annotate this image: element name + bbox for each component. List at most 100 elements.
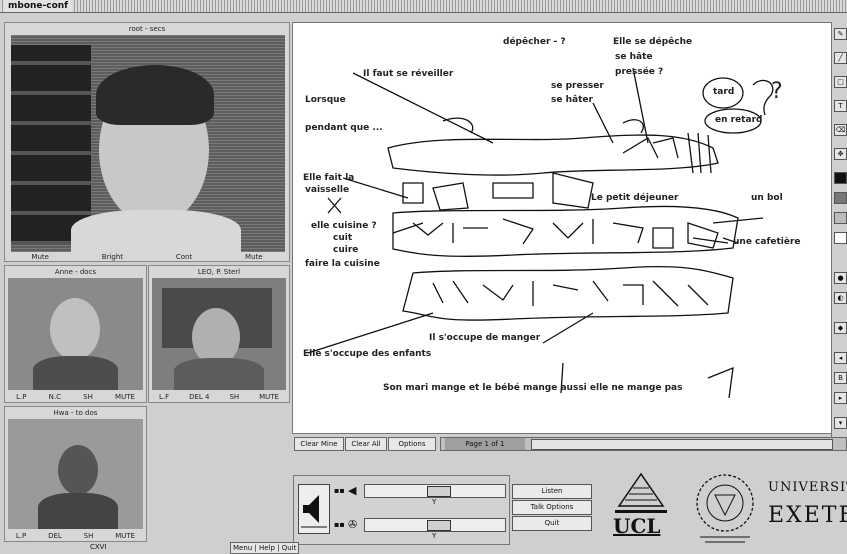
video-name: LEO, P. Sterl: [197, 268, 241, 276]
control-button[interactable]: SH: [83, 393, 93, 401]
wb-annotation: Il s'occupe de manger: [429, 333, 541, 343]
video-name: Hwa - to dos: [53, 409, 98, 417]
ucl-logo: UCL: [605, 470, 677, 542]
wb-annotation: pendant que ...: [305, 123, 383, 133]
speaker-icon[interactable]: [298, 484, 330, 534]
fill-black-icon[interactable]: ●: [834, 272, 847, 284]
control-button[interactable]: MUTE: [259, 393, 279, 401]
person-shoulders: [33, 356, 118, 390]
wb-annotation: dépêcher - ?: [503, 37, 566, 47]
control-button[interactable]: SH: [229, 393, 240, 401]
wb-annotation: Le petit déjeuner: [591, 193, 679, 203]
slider-knob[interactable]: [427, 486, 451, 497]
control-button[interactable]: SH: [83, 532, 94, 540]
university-seal: [690, 465, 760, 545]
wb-annotation: ?: [771, 79, 783, 104]
video-feed[interactable]: [11, 35, 285, 252]
status-menu[interactable]: Menu | Help | Quit: [230, 542, 300, 554]
move-tool-icon[interactable]: ✥: [834, 148, 847, 160]
window-titlebar[interactable]: mbone-conf: [0, 0, 847, 13]
arrow-left-icon[interactable]: ◂: [834, 352, 847, 364]
wb-annotation: une cafetière: [733, 237, 801, 247]
shape-icon[interactable]: ◆: [834, 322, 847, 334]
text-tool-icon[interactable]: T: [834, 100, 847, 112]
wb-annotation: Son mari mange et le bébé mange aussi el…: [383, 383, 683, 393]
options-button[interactable]: Options: [388, 437, 436, 451]
video-controls: L.F DEL 4 SH MUTE: [149, 392, 289, 402]
status-bar: CXVI Menu | Help | Quit: [0, 542, 847, 554]
clear-mine-button[interactable]: Clear Mine: [294, 437, 344, 451]
person-hair: [96, 65, 214, 125]
person-face: [58, 445, 98, 495]
wb-annotation: pressée ?: [615, 67, 664, 77]
color-black-icon[interactable]: [834, 172, 847, 184]
ucl-logo-text: UCL: [613, 514, 661, 538]
video-feed[interactable]: [8, 278, 143, 390]
color-white-icon[interactable]: [834, 232, 847, 244]
slider-knob[interactable]: [427, 520, 451, 531]
fill-gray-icon[interactable]: ◐: [834, 292, 847, 304]
wb-annotation: Elle s'occupe des enfants: [303, 349, 432, 359]
control-button[interactable]: N.C: [48, 393, 61, 401]
control-button[interactable]: L.F: [158, 393, 170, 401]
rect-tool-icon[interactable]: □: [834, 76, 847, 88]
arrow-right-icon[interactable]: ▸: [834, 392, 847, 404]
wb-annotation: cuire: [333, 245, 359, 255]
talk-options-button[interactable]: Talk Options: [512, 500, 592, 515]
whiteboard-hscroll[interactable]: Page 1 of 1: [440, 437, 847, 451]
wb-annotation: Elle fait la: [303, 173, 355, 183]
control-button[interactable]: Mute: [31, 253, 49, 261]
window-title: mbone-conf: [4, 0, 73, 12]
mic-mute-toggle[interactable]: ▪▪: [334, 520, 345, 529]
control-button[interactable]: Bright: [101, 253, 124, 261]
quit-button[interactable]: Quit: [512, 516, 592, 531]
video-panel-left: Anne - docs L.P N.C SH MUTE: [4, 265, 147, 403]
listen-button[interactable]: Listen: [512, 484, 592, 499]
video-panel-bottom: Hwa - to dos L.P DEL SH MUTE: [4, 406, 147, 542]
speaker-volume-slider[interactable]: [364, 484, 506, 498]
whiteboard-toolbar: ✎ ╱ □ T ⌫ ✥ ● ◐ ◆ ◂ B ▸ ▾: [831, 22, 847, 442]
person-face: [50, 298, 100, 360]
video-controls: L.P N.C SH MUTE: [5, 392, 146, 402]
video-feed[interactable]: [152, 278, 286, 390]
clear-all-button[interactable]: Clear All: [345, 437, 387, 451]
erase-tool-icon[interactable]: ⌫: [834, 124, 847, 136]
person-shoulders: [174, 358, 264, 390]
whiteboard-drawing: [307, 67, 774, 399]
person-face: [192, 308, 240, 366]
draw-tool-icon[interactable]: ✎: [834, 28, 847, 40]
video-name: Anne - docs: [54, 268, 97, 276]
scroll-down-icon[interactable]: ▾: [834, 417, 847, 429]
mic-volume-slider[interactable]: [364, 518, 506, 532]
wb-annotation: Il faut se réveiller: [363, 69, 454, 79]
line-tool-icon[interactable]: ╱: [834, 52, 847, 64]
video-feed[interactable]: [8, 419, 143, 529]
bookshelf: [11, 45, 91, 245]
exeter-logo-bottom: EXETER: [768, 503, 847, 528]
wb-annotation: Elle se dépêche: [613, 37, 693, 47]
hscroll-thumb[interactable]: [531, 439, 833, 450]
wb-annotation: se hâter: [551, 95, 593, 105]
control-button[interactable]: DEL 4: [189, 393, 210, 401]
page-indicator: Page 1 of 1: [445, 438, 525, 450]
person-shoulders: [38, 493, 118, 529]
control-button[interactable]: Cont: [175, 253, 193, 261]
control-button[interactable]: L.P: [15, 532, 27, 540]
bold-icon[interactable]: B: [834, 372, 847, 384]
control-button[interactable]: MUTE: [115, 532, 136, 540]
speaker-mute-toggle[interactable]: ▪▪: [334, 486, 345, 495]
wb-annotation: en retard: [715, 115, 763, 125]
control-button[interactable]: DEL: [48, 532, 62, 540]
control-button[interactable]: L.P: [16, 393, 27, 401]
color-light-icon[interactable]: [834, 212, 847, 224]
speaker-level: Y: [432, 498, 437, 506]
video-name: root - secs: [128, 25, 166, 33]
video-controls: L.P DEL SH MUTE: [5, 531, 146, 541]
control-button[interactable]: Mute: [245, 253, 263, 261]
wb-annotation: cuit: [333, 233, 353, 243]
mic-icon: ✇: [348, 518, 358, 531]
whiteboard-canvas[interactable]: dépêcher - ? Elle se dépêche se hâte pre…: [292, 22, 833, 434]
control-button[interactable]: MUTE: [115, 393, 135, 401]
exeter-logo-top: UNIVERSITY: [768, 480, 847, 495]
color-gray-icon[interactable]: [834, 192, 847, 204]
